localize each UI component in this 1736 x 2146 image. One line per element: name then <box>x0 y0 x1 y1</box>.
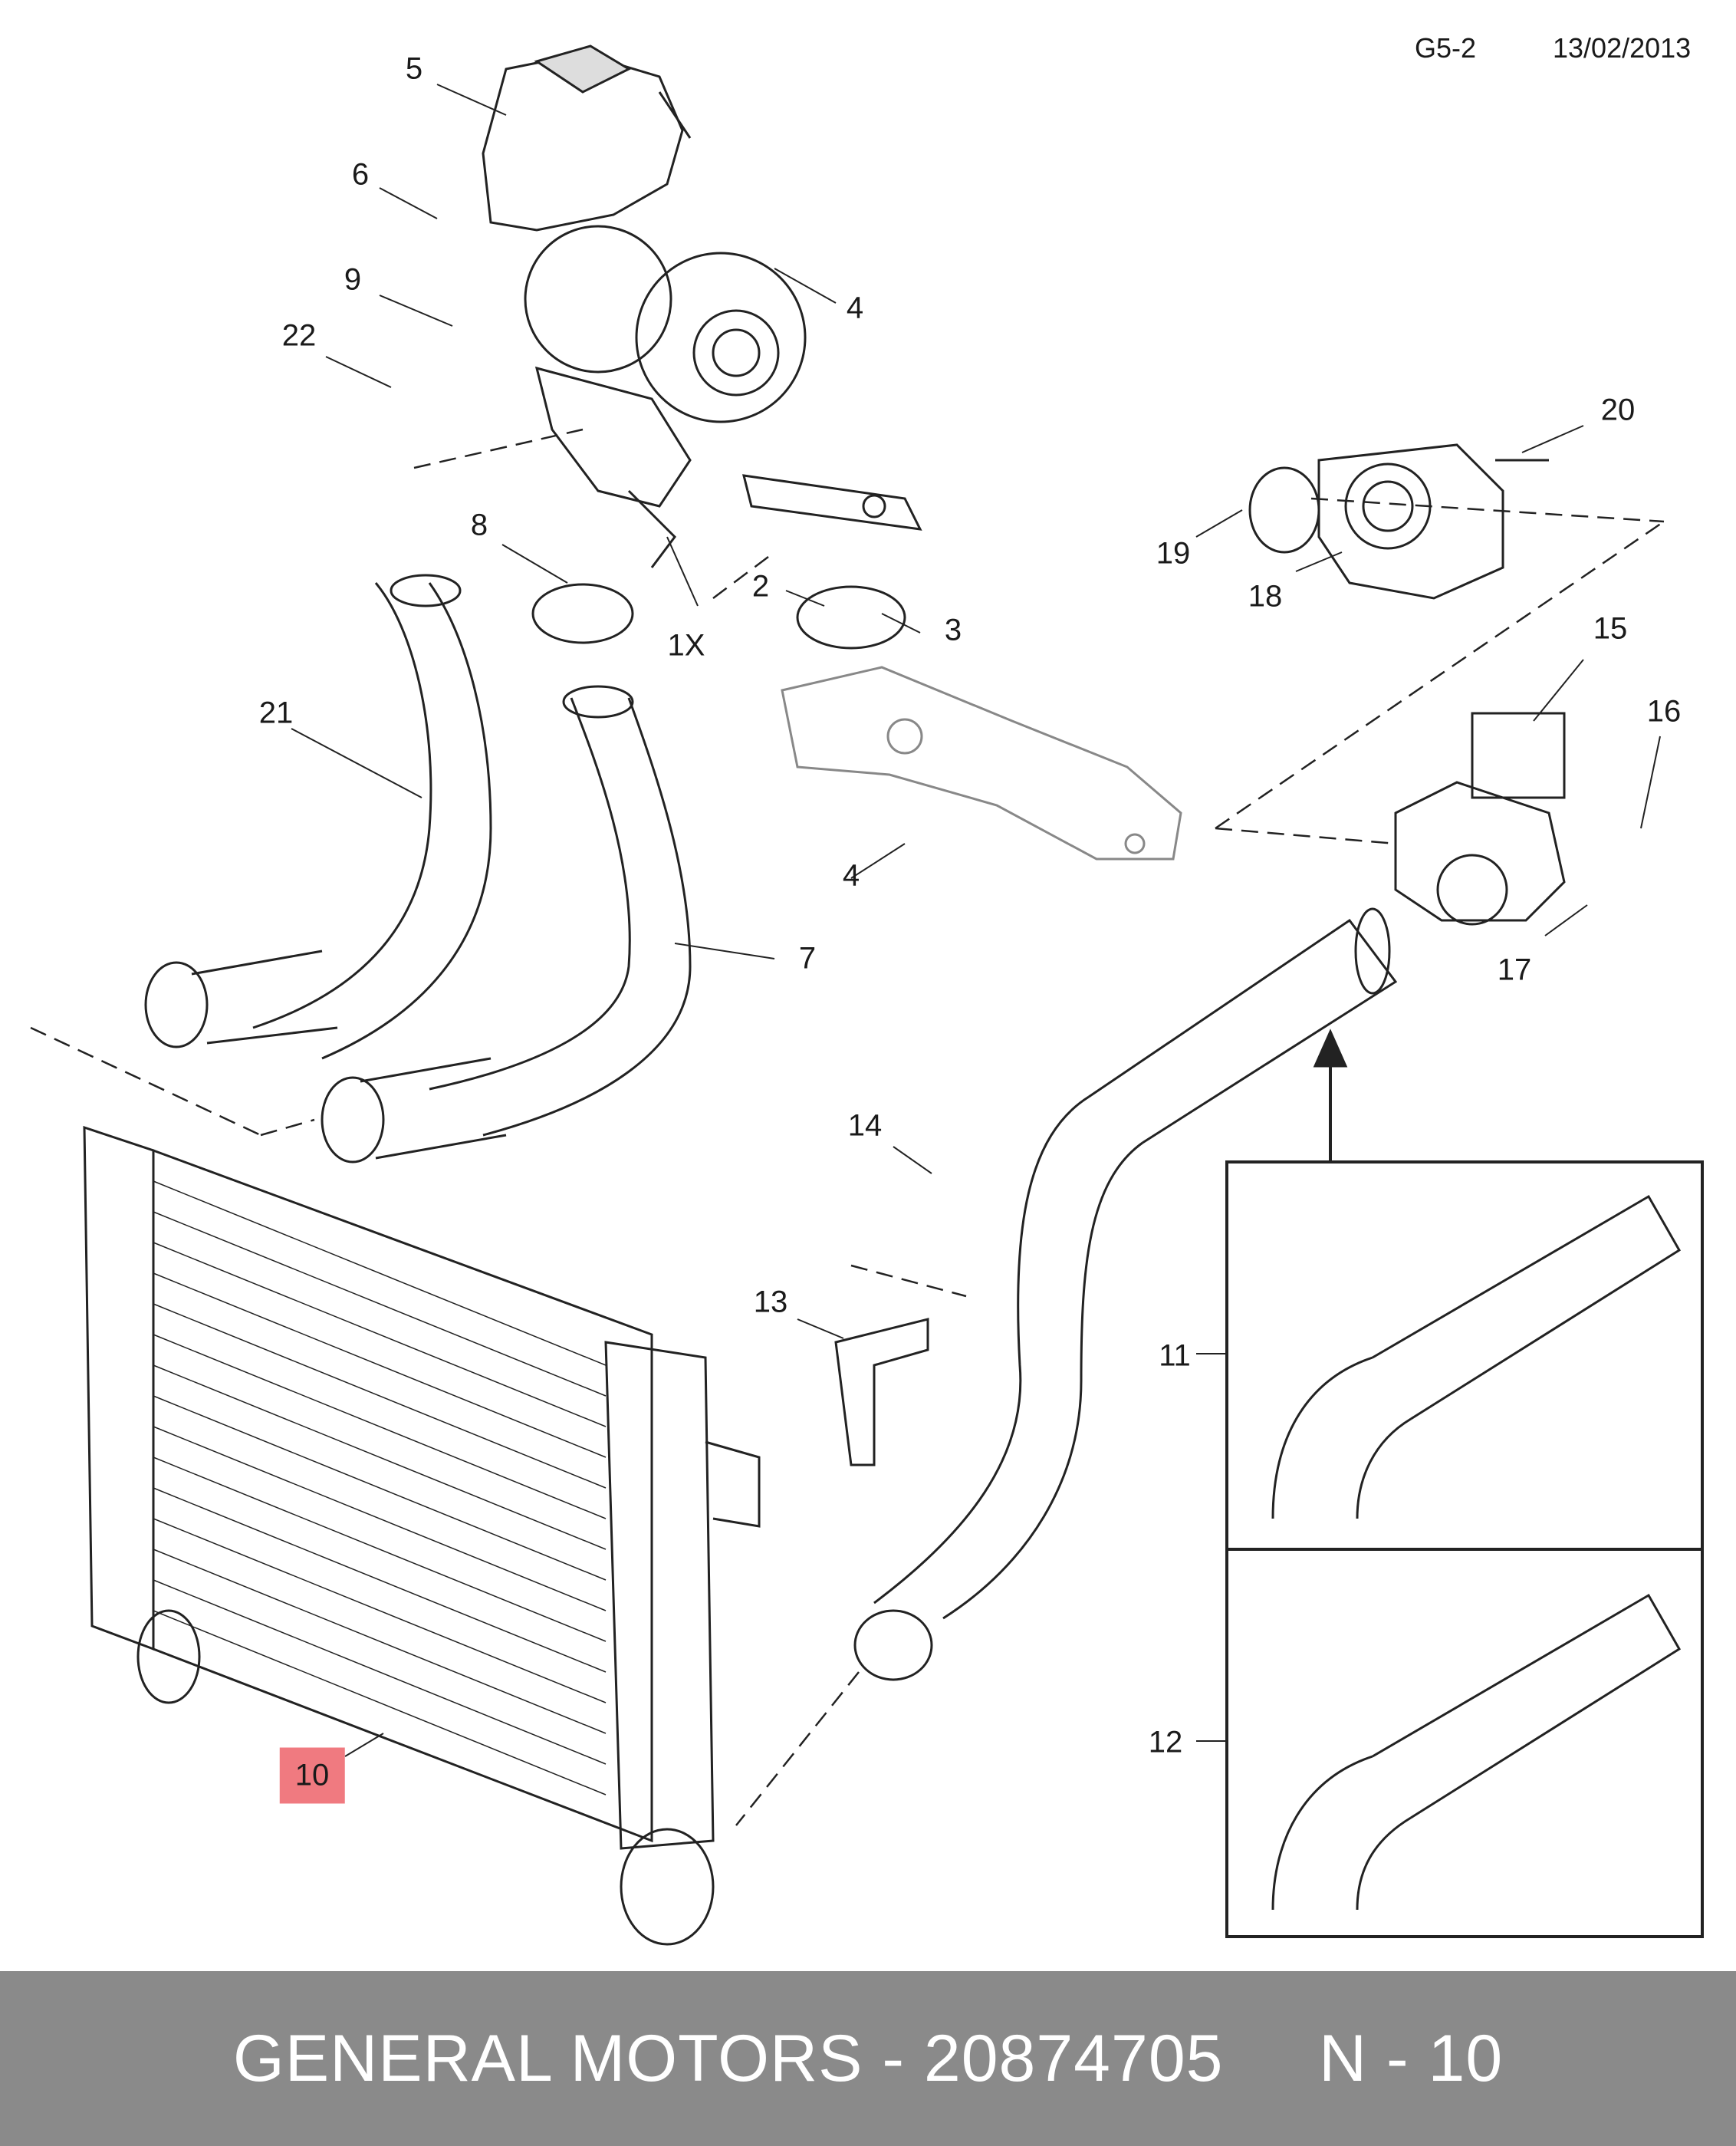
detail-box-11 <box>1225 1160 1704 1551</box>
callout-15: 15 <box>1593 611 1628 646</box>
callout-12: 12 <box>1148 1725 1183 1759</box>
intercooler-part <box>83 1125 761 1946</box>
callout-14: 14 <box>847 1108 883 1143</box>
detail-box-12 <box>1225 1548 1704 1938</box>
callout-19: 19 <box>1156 536 1191 571</box>
callout-21: 21 <box>258 696 294 730</box>
callout-17: 17 <box>1497 953 1532 987</box>
callout-7: 7 <box>798 941 817 976</box>
diagram-code: G5-2 <box>1415 32 1477 64</box>
reference-arrow <box>1313 1029 1348 1162</box>
dash-lines <box>30 428 1665 1826</box>
intercooler-fins <box>153 1180 607 1795</box>
diagram-drawing <box>30 44 1704 1946</box>
callout-13: 13 <box>753 1285 788 1319</box>
callout-2: 2 <box>751 569 770 604</box>
footer-banner: GENERAL MOTORS - 20874705 N - 10 <box>0 1971 1736 2146</box>
callout-22: 22 <box>281 318 317 353</box>
callout-5: 5 <box>405 51 423 86</box>
callout-18: 18 <box>1248 579 1283 614</box>
callout-6: 6 <box>351 157 370 192</box>
turbocharger-part <box>524 225 807 568</box>
callout-16: 16 <box>1646 694 1682 729</box>
callout-1x: 1X <box>667 628 705 663</box>
callout-4-top: 4 <box>846 291 864 325</box>
callout-3: 3 <box>944 613 962 647</box>
gasket-8-part <box>531 583 634 644</box>
parts-diagram: G5-2 13/02/2013 5 6 9 22 4 20 8 2 3 1X 1… <box>30 32 1704 1946</box>
hose-21-part <box>144 574 492 1060</box>
heat-shield-part <box>482 44 692 232</box>
throttle-body-part <box>1317 443 1549 600</box>
callout-10-highlighted: 10 <box>279 1747 345 1804</box>
callout-20: 20 <box>1600 393 1636 427</box>
intake-adapter-part <box>1394 712 1566 926</box>
bracket-13-part <box>834 1318 929 1466</box>
part-number-caption: GENERAL MOTORS - 20874705 N - 10 <box>232 2021 1504 2095</box>
diagram-date: 13/02/2013 <box>1553 32 1692 64</box>
callout-4-bottom: 4 <box>842 858 860 893</box>
hose-11-part <box>853 907 1398 1681</box>
turbo-bracket-part <box>742 474 922 531</box>
callout-8: 8 <box>470 508 488 542</box>
seal-19-part <box>1248 466 1320 554</box>
exhaust-manifold-part <box>781 666 1182 861</box>
callout-9: 9 <box>344 262 362 297</box>
hose-7-part <box>321 685 692 1164</box>
leader-lines <box>291 84 1661 1757</box>
gasket-3-part <box>796 585 906 650</box>
callout-11: 11 <box>1159 1338 1191 1373</box>
